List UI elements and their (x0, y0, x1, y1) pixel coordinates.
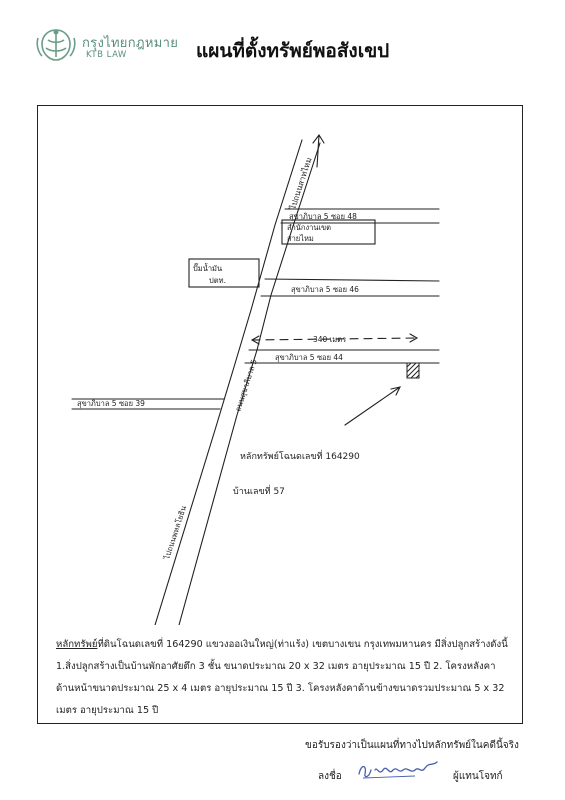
location-map: ไปถนนสาทไหม ถนนสุขาภิบาล 5 ไปถนนพหลโยธิน… (71, 134, 440, 625)
arrow-north (312, 134, 325, 168)
main-road-left-edge (154, 139, 303, 625)
label-road-main-bottom: ไปถนนพหลโยธิน (162, 505, 188, 562)
label-office-line1: สำนักงานเขต (287, 223, 331, 232)
label-soi-46: สุขาภิบาล 5 ซอย 46 (291, 285, 359, 294)
label-asset: หลักทรัพย์โฉนดเลขที่ 164290 (240, 449, 360, 462)
logo-text-en: KTB LAW (86, 50, 127, 60)
logo-text-th: กรุงไทยกฎหมาย (82, 36, 179, 51)
sign-role: ผู้แทนโจทก์ (453, 771, 503, 782)
sign-label: ลงชื่อ (318, 771, 342, 782)
ktb-law-logo-icon (36, 29, 76, 61)
label-soi-48: สุขาภิบาล 5 ซอย 48 (289, 212, 357, 221)
page-title: แผนที่ตั้งทรัพย์พอสังเขป (196, 40, 390, 62)
signature-icon (358, 761, 438, 779)
label-gas-line2: ปตท. (209, 276, 226, 285)
distance-arrow (251, 337, 418, 341)
office-box (281, 219, 376, 245)
main-road-right-edge (178, 142, 321, 625)
label-soi-44: สุขาภิบาล 5 ซอย 44 (275, 353, 343, 362)
description-text: ที่ดินโฉนดเลขที่ 164290 แขวงออเงินใหญ่(ท… (56, 639, 508, 716)
description-label: หลักทรัพย์ (56, 639, 98, 650)
map-frame (37, 105, 523, 724)
property-marker (406, 362, 420, 379)
label-house: บ้านเลขที่ 57 (233, 484, 285, 497)
certification-text: ขอรับรองว่าเป็นแผนที่ทางไปหลักทรัพย์ในคด… (305, 740, 519, 751)
label-soi-39: สุขาภิบาล 5 ซอย 39 (77, 399, 145, 408)
gas-station-box (188, 258, 260, 288)
asset-description: หลักทรัพย์ที่ดินโฉนดเลขที่ 164290 แขวงออ… (56, 634, 512, 722)
label-gas-line1: ปั๊มน้ำมัน (193, 263, 222, 273)
label-office-line2: สายไหม (287, 234, 314, 243)
label-road-main-mid: ถนนสุขาภิบาล 5 (233, 358, 258, 413)
soi-46-top (264, 278, 440, 282)
label-distance: 340 เมตร (313, 335, 346, 344)
asset-arrow (344, 386, 402, 426)
